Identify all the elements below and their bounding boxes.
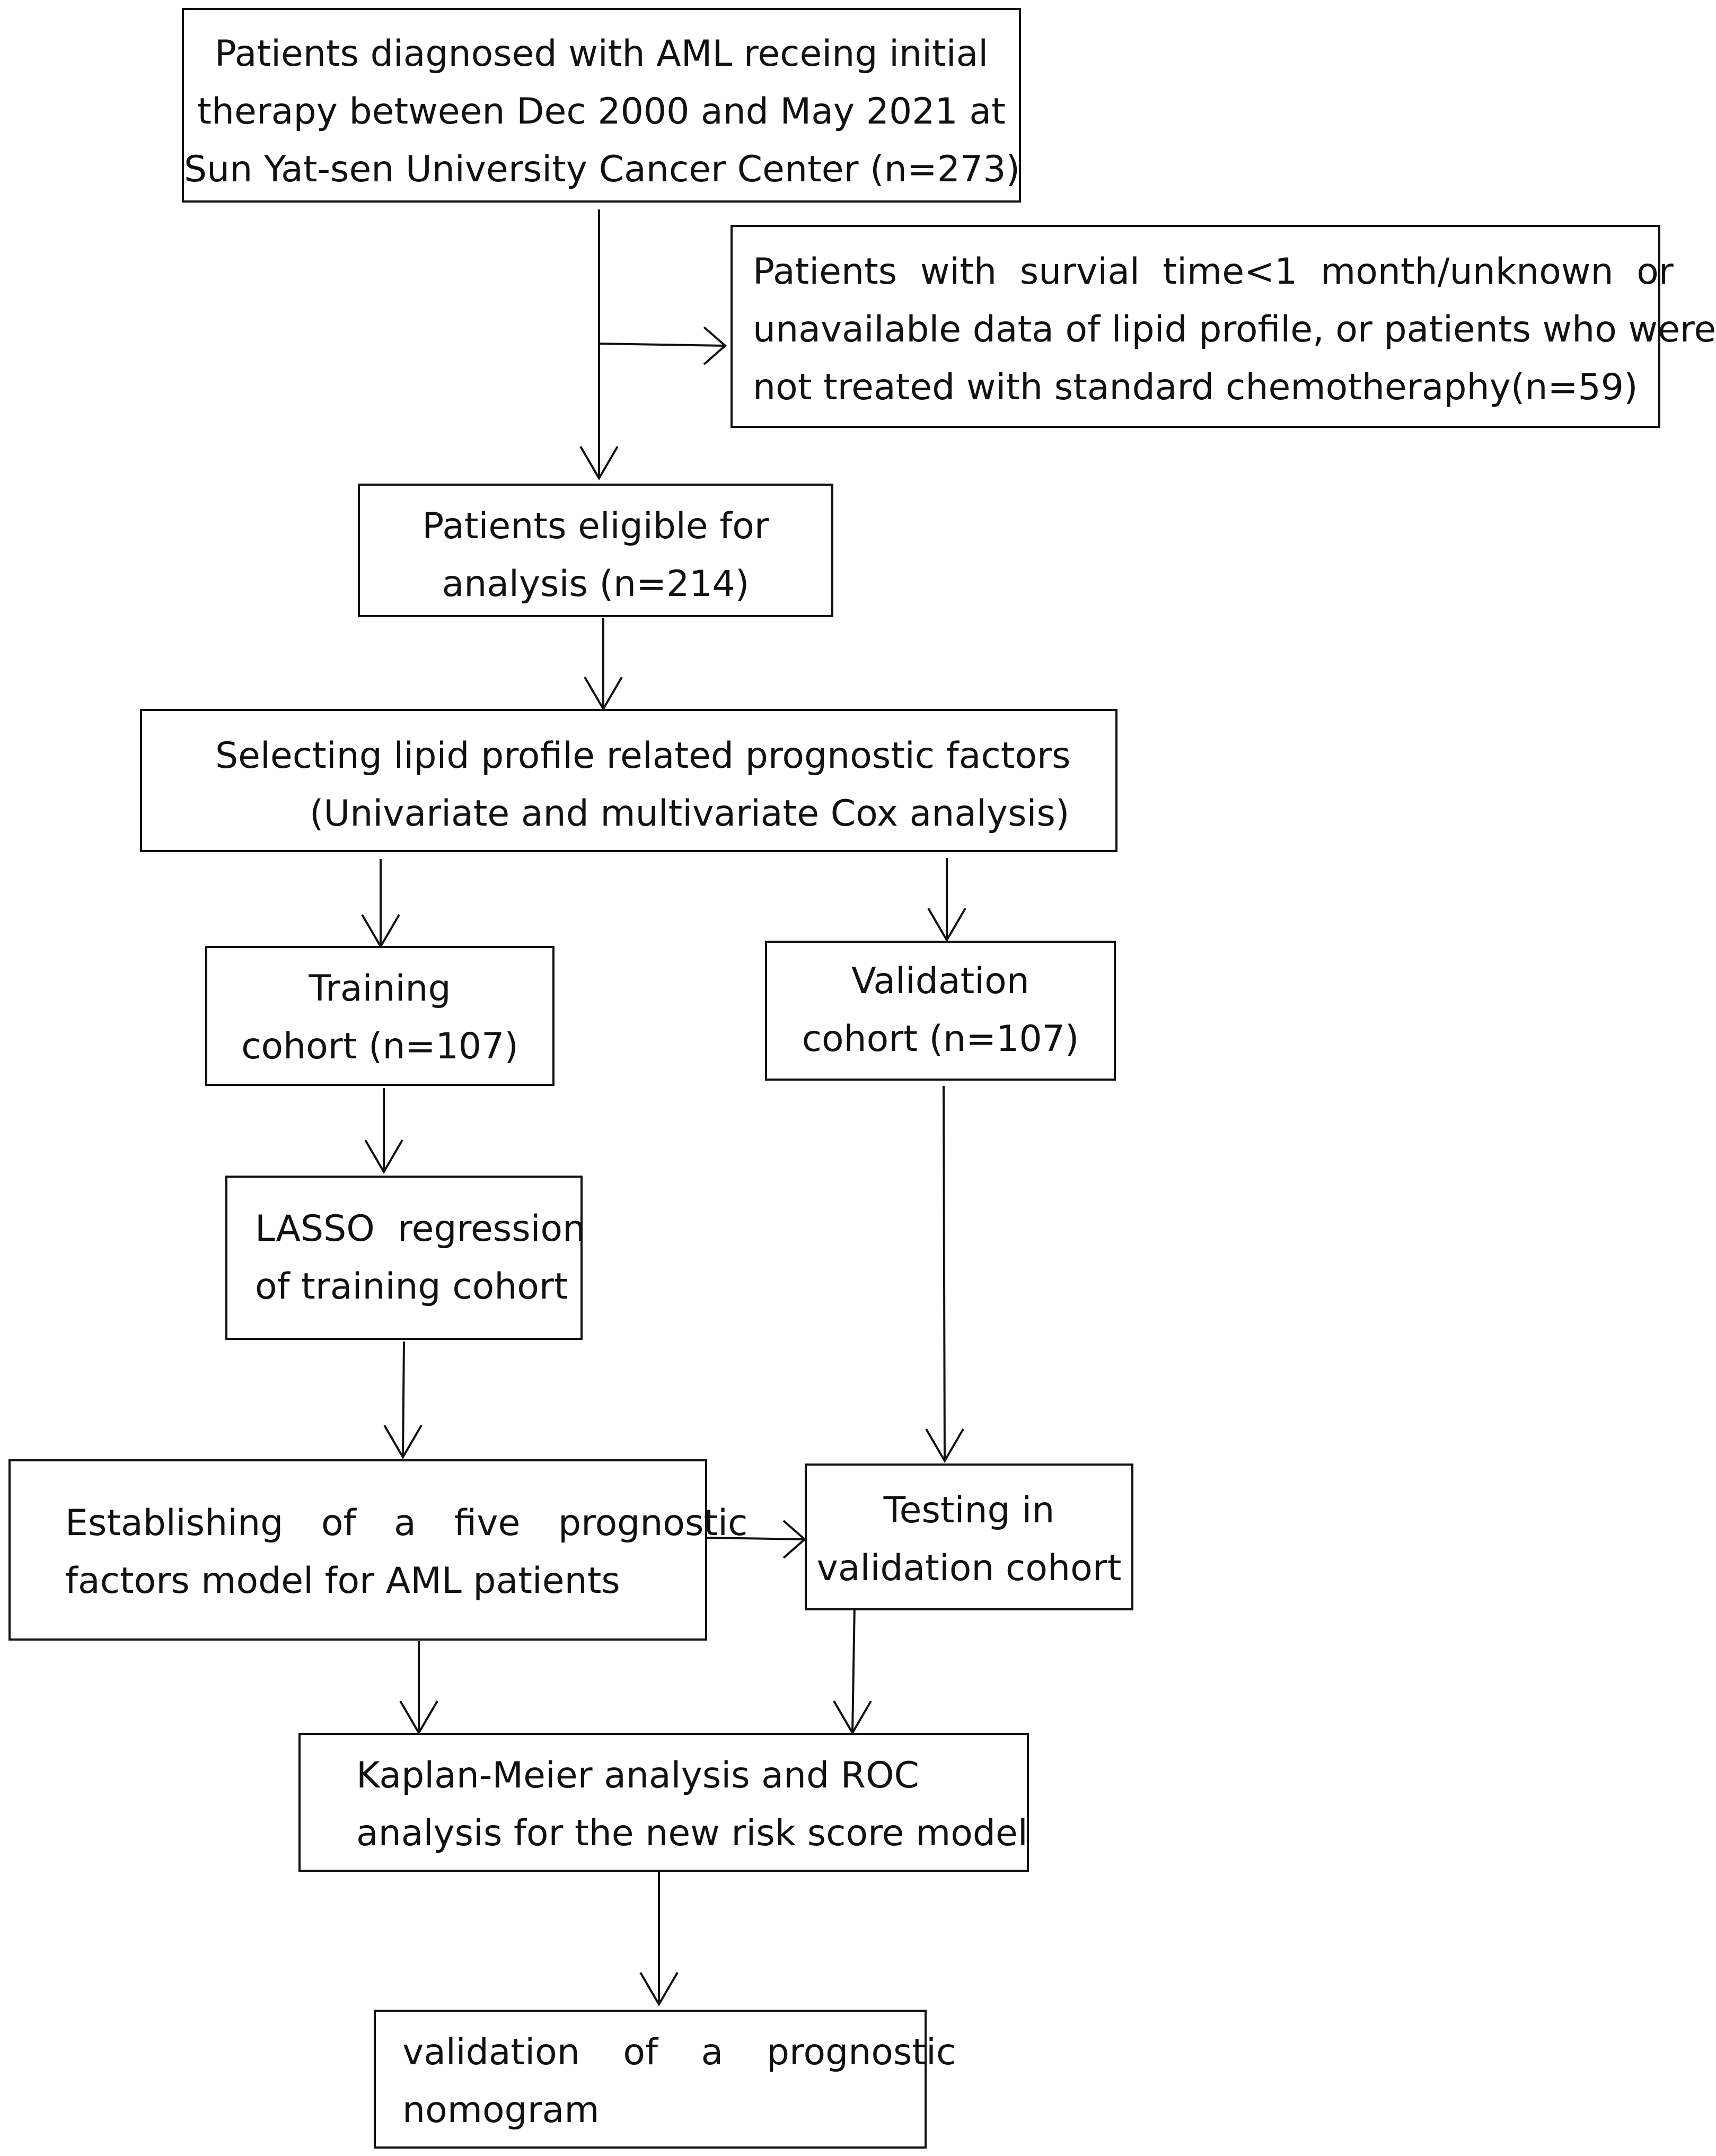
selecting-line-1: Selecting lipid profile related prognost… [215, 735, 1071, 777]
arrow-head-training-to-lasso [364, 1139, 403, 1174]
validation-line-2: cohort (n=107) [802, 1018, 1079, 1060]
eligible-line-2: analysis (n=214) [442, 563, 750, 605]
kaplan-meier-box: Kaplan-Meier analysis and ROC analysis f… [298, 1733, 1029, 1872]
excluded-patients-box: Patients with survial time<1 month/unkno… [731, 225, 1716, 428]
validation-cohort-box: Validation cohort (n=107) [765, 941, 1116, 1081]
training-line-1: Training [309, 968, 451, 1010]
arrow-lasso-to-establishing [402, 1341, 405, 1458]
lasso-line-2: of training cohort [255, 1266, 568, 1308]
excluded-line-3: not treated with standard chemotheraphy(… [753, 366, 1638, 408]
kaplan-line-2: analysis for the new risk score model [356, 1812, 1028, 1854]
arrow-head-to-excluded [703, 326, 727, 365]
testing-line-1: Testing in [883, 1489, 1055, 1531]
arrow-establishing-to-testing [706, 1537, 805, 1540]
excluded-line-1: Patients with survial time<1 month/unkno… [753, 251, 1674, 293]
testing-line-2: validation cohort [816, 1547, 1122, 1589]
arrow-to-excluded [599, 343, 726, 347]
arrow-head-kaplan-to-nomogram [639, 1971, 679, 2006]
validation-line-1: Validation [851, 960, 1029, 1002]
establishing-line-2: factors model for AML patients [65, 1560, 620, 1602]
arrow-head-lasso-to-establishing [383, 1424, 423, 1459]
training-cohort-box: Training cohort (n=107) [205, 946, 555, 1086]
excluded-line-2: unavailable data of lipid profile, or pa… [753, 309, 1716, 350]
arrow-testing-to-kaplan [851, 1603, 856, 1733]
eligible-line-1: Patients eligible for [422, 505, 769, 547]
initial-line-3: Sun Yat-sen University Cancer Center (n=… [184, 148, 1020, 190]
arrow-validation-to-testing [943, 1085, 946, 1461]
lasso-regression-box: LASSO regression of training cohort [225, 1176, 586, 1340]
eligible-patients-box: Patients eligible for analysis (n=214) [358, 484, 833, 617]
nomogram-line-1: validation of a prognostic [402, 2031, 956, 2073]
arrow-head-selecting-to-validation [927, 907, 966, 942]
nomogram-box: validation of a prognostic nomogram [374, 2010, 956, 2149]
initial-patients-box: Patients diagnosed with AML receing init… [182, 8, 1021, 203]
initial-line-2: therapy between Dec 2000 and May 2021 at [197, 91, 1006, 133]
testing-validation-box: Testing in validation cohort [805, 1463, 1133, 1610]
arrow-head-initial-to-eligible [579, 445, 619, 480]
training-line-2: cohort (n=107) [241, 1026, 518, 1067]
selecting-line-2: (Univariate and multivariate Cox analysi… [310, 793, 1070, 835]
kaplan-line-1: Kaplan-Meier analysis and ROC [356, 1755, 919, 1796]
nomogram-line-2: nomogram [402, 2089, 600, 2131]
establishing-model-box: Establishing of a five prognostic factor… [8, 1459, 748, 1641]
selecting-factors-box: Selecting lipid profile related prognost… [140, 709, 1117, 852]
establishing-line-1: Establishing of a five prognostic [65, 1502, 748, 1544]
initial-line-1: Patients diagnosed with AML receing init… [214, 33, 989, 75]
lasso-line-1: LASSO regression [255, 1208, 586, 1250]
arrow-head-validation-to-testing [925, 1428, 964, 1463]
